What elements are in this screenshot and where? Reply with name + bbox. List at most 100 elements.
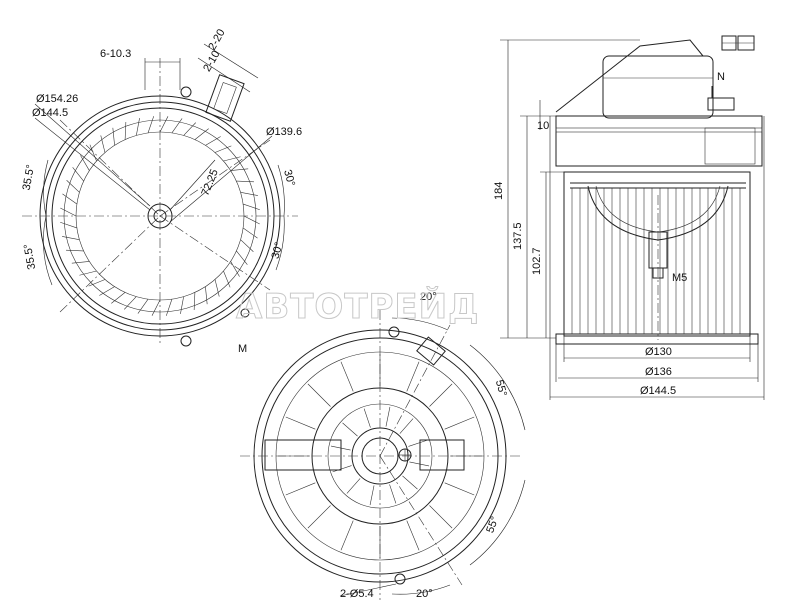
- drawing-line: [165, 299, 173, 316]
- drawing-line: [230, 261, 240, 277]
- drawing-line: [60, 221, 77, 229]
- drawing-line: [223, 270, 231, 288]
- drawing-line: [243, 215, 260, 225]
- marker-m: M: [238, 343, 247, 355]
- drawing-line: [402, 475, 418, 490]
- drawing-line: [62, 236, 80, 240]
- drawing-line: [408, 439, 428, 447]
- drawing-line: [406, 361, 420, 392]
- drawing-line: [72, 167, 84, 182]
- drawing-line: [71, 261, 90, 264]
- drawing-line: [346, 478, 361, 494]
- radial-ribs: [278, 354, 482, 558]
- drawing-line: [444, 482, 475, 496]
- drawing-line: [136, 118, 140, 136]
- drawing-line: [124, 296, 137, 310]
- drawing-line: [171, 118, 183, 134]
- drawing-line: [205, 286, 208, 305]
- impeller-blades: [60, 116, 260, 316]
- drawing-line: [236, 250, 248, 265]
- drawing-line: [307, 505, 331, 529]
- drawing-line: [223, 156, 241, 162]
- drawing-line: [214, 145, 232, 153]
- drawing-line: [429, 505, 453, 529]
- drawing-line: [340, 361, 354, 392]
- drawing-line: [159, 116, 169, 133]
- dim-pitch: 6-10.3: [100, 48, 131, 60]
- drawing-line: [88, 279, 106, 287]
- drawing-line: [66, 180, 80, 193]
- dim-slot-a: 2-20: [206, 27, 227, 52]
- dim-angle-right-bottom: 55°: [484, 515, 501, 535]
- drawing-line: [65, 249, 84, 252]
- drawing-line: [151, 299, 161, 316]
- drawing-line: [147, 116, 155, 133]
- dim-slot-b: 2-10: [201, 49, 222, 74]
- dim-radius: 72.25: [199, 168, 220, 198]
- drawing-line: [240, 192, 258, 196]
- drawing-line: [444, 416, 475, 430]
- drawing-line: [112, 127, 115, 146]
- drawing-line: [79, 270, 97, 276]
- dim-total-height: 184: [493, 182, 505, 200]
- drawing-line: [385, 406, 391, 427]
- drawing-line: [409, 461, 430, 467]
- drawing-line: [240, 239, 254, 252]
- drawing-line: [243, 203, 260, 211]
- drawing-line: [242, 227, 258, 239]
- drawing-line: [205, 136, 221, 146]
- drawing-line: [389, 484, 397, 504]
- drawing-line: [111, 292, 126, 304]
- drawing-line: [214, 279, 220, 297]
- dim-angle-lower-left: 35.5°: [22, 243, 38, 271]
- dim-thread: M5: [672, 272, 687, 284]
- drawing-line: [60, 207, 77, 217]
- drawing-line: [285, 482, 316, 496]
- drawing-line: [193, 292, 196, 311]
- dim-angle-right-top: 55°: [493, 379, 509, 398]
- drawing-line: [230, 168, 249, 171]
- drawing-line: [332, 465, 352, 473]
- side-view: 184 137.5 102.7 10 M5 Ø130 Ø136 Ø144.5 N: [493, 35, 765, 400]
- drawing-line: [89, 144, 97, 162]
- dim-rim-diameter: Ø144.5: [32, 107, 68, 119]
- drawing-line: [124, 121, 127, 140]
- drawing-line: [340, 520, 354, 551]
- drawing-line: [363, 408, 371, 428]
- dim-holes: 2-Ø5.4: [340, 588, 374, 600]
- drawing-line: [236, 180, 255, 183]
- dim-flange: 10: [537, 120, 549, 132]
- drawing-line: [80, 155, 90, 171]
- dim-angle-lower-right: 30°: [270, 241, 286, 260]
- dim-angle-bottom: 20°: [416, 588, 433, 600]
- dim-dia-large: Ø144.5: [640, 385, 676, 397]
- dim-lower-height: 102.7: [531, 247, 543, 275]
- drawing-line: [285, 416, 316, 430]
- dim-outer-diameter: Ø154.26: [36, 93, 78, 105]
- dim-inner-diameter: Ø139.6: [266, 126, 302, 138]
- dim-upper-height: 137.5: [512, 222, 524, 250]
- drawing-line: [100, 135, 106, 153]
- dim-dia-mid: Ø136: [645, 366, 672, 378]
- bottom-view: 20° 55° 55° 20° 2-Ø5.4: [240, 291, 526, 600]
- dim-angle-upper-right: 30°: [281, 168, 297, 187]
- drawing-line: [399, 418, 414, 434]
- dim-dia-small: Ø130: [645, 346, 672, 358]
- drawing-line: [183, 122, 196, 136]
- dim-angle-top: 20°: [420, 291, 437, 303]
- drawing-line: [369, 485, 375, 506]
- front-view: 6-10.3 2-20 2-10 Ø154.26 Ø144.5 Ø139.6 7…: [21, 27, 302, 355]
- drawing-line: [99, 286, 115, 296]
- drawing-line: [194, 128, 209, 140]
- dim-angle-upper-left: 35.5°: [21, 164, 37, 192]
- drawing-line: [307, 383, 331, 407]
- drawing-line: [137, 298, 149, 314]
- watermark: АВТОТРЕЙД: [236, 286, 479, 327]
- drawing-line: [180, 296, 184, 314]
- drawing-line: [429, 383, 453, 407]
- drawing-line: [406, 520, 420, 551]
- drawing-line: [62, 193, 78, 205]
- impeller-blades-side: [571, 188, 741, 334]
- drawing-line: [342, 422, 358, 437]
